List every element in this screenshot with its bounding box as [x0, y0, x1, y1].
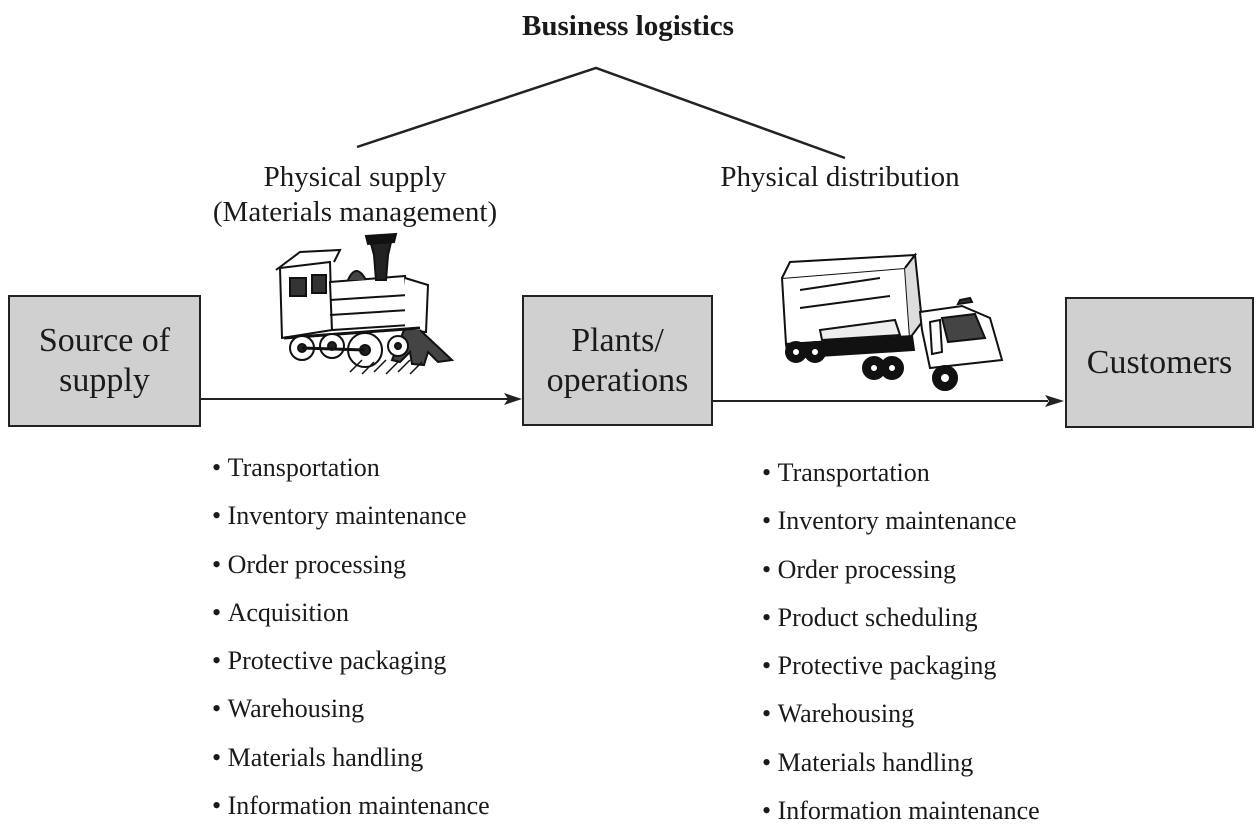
arrowhead-customers — [1045, 395, 1064, 407]
list-item: Information maintenance — [762, 787, 1040, 835]
list-item: Warehousing — [212, 685, 490, 733]
list-item: Warehousing — [762, 690, 1040, 738]
plants-box-line2: operations — [546, 361, 689, 399]
list-item: Transportation — [762, 449, 1040, 497]
list-item: Inventory maintenance — [762, 497, 1040, 545]
list-item: Product scheduling — [762, 594, 1040, 642]
list-item: Order processing — [212, 541, 490, 589]
list-item: Materials handling — [762, 739, 1040, 787]
list-item: Materials handling — [212, 734, 490, 782]
source-box-line2: supply — [59, 362, 150, 399]
customers-box: Customers — [1065, 297, 1254, 428]
physical-supply-line1: Physical supply — [263, 161, 447, 193]
plants-operations-box: Plants/ operations — [522, 295, 713, 426]
hierarchy-lines — [356, 66, 846, 160]
physical-supply-line2: (Materials management) — [212, 196, 498, 228]
list-item: Acquisition — [212, 589, 490, 637]
supply-activities-list: Transportation Inventory maintenance Ord… — [212, 444, 490, 830]
list-item: Inventory maintenance — [212, 492, 490, 540]
arrowhead-plants — [504, 393, 522, 405]
physical-supply-label: Physical supply (Materials management) — [180, 160, 530, 230]
source-box-line1: Source of — [38, 322, 171, 359]
physical-distribution-label: Physical distribution — [720, 161, 960, 193]
list-item: Protective packaging — [762, 642, 1040, 690]
list-item: Order processing — [762, 546, 1040, 594]
plants-box-line1: Plants/ — [571, 321, 664, 359]
distribution-activities-list: Transportation Inventory maintenance Ord… — [762, 449, 1040, 835]
source-of-supply-box: Source of supply — [8, 295, 201, 427]
list-item: Transportation — [212, 444, 490, 492]
list-item: Protective packaging — [212, 637, 490, 685]
list-item: Information maintenance — [212, 782, 490, 830]
diagram-title: Business logistics — [522, 10, 734, 42]
